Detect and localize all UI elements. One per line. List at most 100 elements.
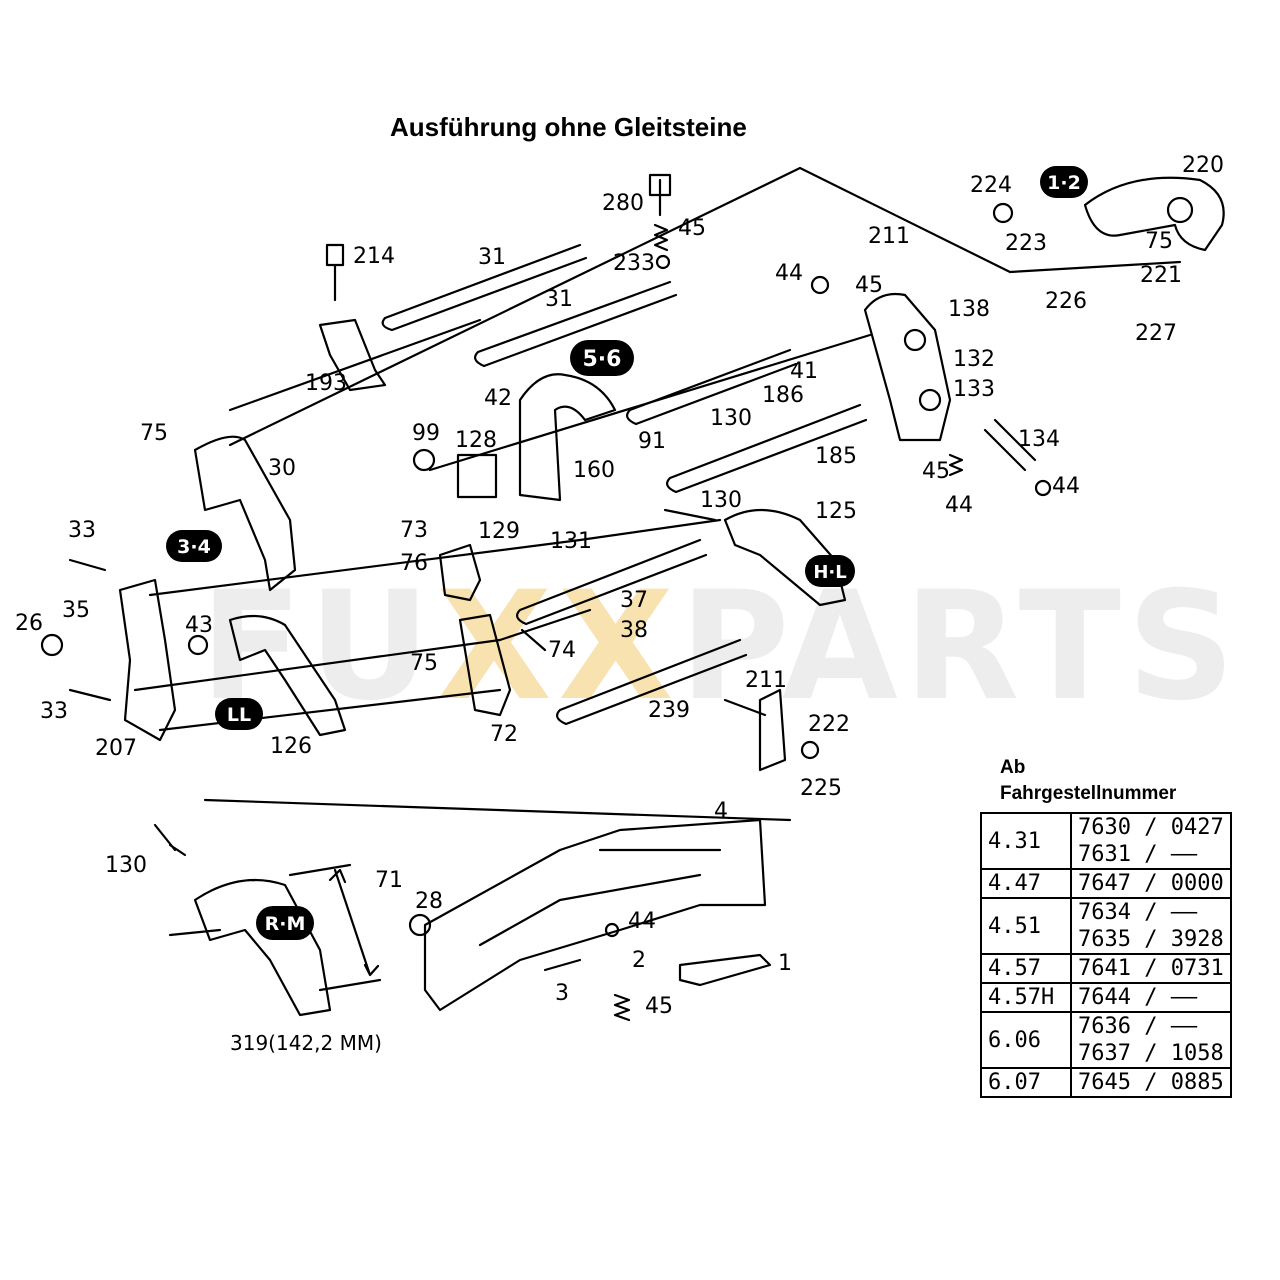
- washer-28: [408, 913, 432, 937]
- part-number-label: 31: [478, 245, 506, 270]
- part-number-label: 207: [95, 736, 137, 761]
- nut-224: [992, 202, 1014, 224]
- part-number-label: 75: [140, 421, 168, 446]
- part-number-label: 72: [490, 722, 518, 747]
- part-number-label: 130: [710, 406, 752, 431]
- part-number-label: 211: [745, 668, 787, 693]
- fork-1-2: [1083, 176, 1225, 252]
- gear-badges: 1·2 5·6 3·4 H·L LL R·M: [166, 166, 1088, 940]
- part-number-label: 75: [1145, 229, 1173, 254]
- serial-model: 4.57: [980, 953, 1072, 984]
- fork-r-m: [193, 878, 332, 1017]
- part-number-label: 128: [455, 428, 497, 453]
- guide-line: [228, 166, 1182, 447]
- part-number-label: 138: [948, 297, 990, 322]
- serial-model: 4.47: [980, 868, 1072, 899]
- screw-130: [153, 823, 187, 857]
- part-number-label: 224: [970, 173, 1012, 198]
- nut-26: [40, 633, 64, 657]
- washer-43: [187, 634, 209, 656]
- part-number-label: 130: [700, 488, 742, 513]
- rod-38: [556, 638, 748, 726]
- part-number-label: 226: [1045, 289, 1087, 314]
- part-number-label: 223: [1005, 231, 1047, 256]
- diagram-title: Ausführung ohne Gleitsteine: [390, 112, 747, 142]
- selector-plate-132: [863, 292, 952, 442]
- part-number-label: 221: [1140, 263, 1182, 288]
- part-number-label: 76: [400, 551, 428, 576]
- part-number-label: 130: [105, 853, 147, 878]
- part-number-label: 186: [762, 383, 804, 408]
- badge-r-m: [256, 906, 314, 940]
- part-number-label: 33: [40, 699, 68, 724]
- dimension-arrow: [328, 868, 380, 977]
- part-number-label: 222: [808, 712, 850, 737]
- watermark: FUXXPARTS: [200, 560, 1241, 734]
- serial-number: 7634 / ——: [1078, 900, 1198, 925]
- ball-44: [810, 275, 830, 295]
- serial-header-ab: Ab: [1000, 757, 1026, 778]
- part-number-label: 42: [484, 386, 512, 411]
- part-number-label: 74: [548, 638, 576, 663]
- part-number-label: 35: [62, 598, 90, 623]
- shift-rod-31-upper: [381, 243, 588, 332]
- part-number-label: 239: [648, 698, 690, 723]
- part-number-label: 28: [415, 889, 443, 914]
- part-number-label: 31: [545, 287, 573, 312]
- screw-211: [723, 698, 767, 717]
- part-number-label: 214: [353, 244, 395, 269]
- part-number-label: 44: [775, 261, 803, 286]
- serial-header-fahrgestellnummer: Fahrgestellnummer: [1000, 783, 1177, 804]
- part-number-label: 45: [922, 459, 950, 484]
- fork-3-4: [193, 435, 297, 592]
- bracket-225: [758, 688, 787, 772]
- screw-33-lower: [68, 688, 112, 702]
- bracket-72: [458, 613, 512, 717]
- serial-numbers: 7636 / ——7637 / 1058: [1070, 1011, 1232, 1069]
- rod-185: [666, 403, 868, 494]
- badge-1-2-label: 1·2: [1047, 172, 1081, 194]
- part-number-label: 132: [953, 347, 995, 372]
- serial-number: 7635 / 3928: [1078, 927, 1224, 952]
- screw-214: [325, 243, 345, 302]
- serial-header: Ab Fahrgestellnummer: [1000, 755, 1176, 807]
- badge-ll-label: LL: [227, 704, 251, 726]
- fork-h-l: [723, 508, 847, 607]
- serial-number: 7636 / ——: [1078, 1014, 1198, 1039]
- guide-line: [203, 798, 792, 822]
- badge-ll: [215, 698, 263, 730]
- serial-numbers: 7645 / 0885: [1070, 1067, 1232, 1098]
- part-number-label: 38: [620, 618, 648, 643]
- guide-line: [228, 318, 482, 412]
- ball-44-gate: [604, 922, 620, 938]
- part-number-label: 44: [1052, 474, 1080, 499]
- screw-280: [648, 173, 672, 217]
- part-number-label: 2: [632, 948, 646, 973]
- part-1: [678, 953, 772, 987]
- gate-plate-4: [423, 818, 767, 1012]
- part-number-label: 91: [638, 429, 666, 454]
- part-number-label: 45: [855, 273, 883, 298]
- part-number-label: 129: [478, 519, 520, 544]
- serial-number: 7645 / 0885: [1078, 1070, 1224, 1095]
- badge-r-m-label: R·M: [265, 913, 306, 935]
- part-number-label: 220: [1182, 153, 1224, 178]
- ball-233: [655, 254, 671, 270]
- part-number-label: 71: [375, 868, 403, 893]
- fork-5-6: [518, 373, 617, 502]
- washer-222: [800, 740, 820, 760]
- part-number-label: 41: [790, 359, 818, 384]
- block-128: [456, 453, 498, 499]
- serial-model: 4.31: [980, 812, 1072, 870]
- guide-line: [168, 928, 222, 937]
- rod-37: [516, 538, 708, 626]
- nut-99: [412, 448, 436, 472]
- spring-45: [653, 223, 669, 252]
- serial-numbers: 7644 / ——: [1070, 982, 1232, 1013]
